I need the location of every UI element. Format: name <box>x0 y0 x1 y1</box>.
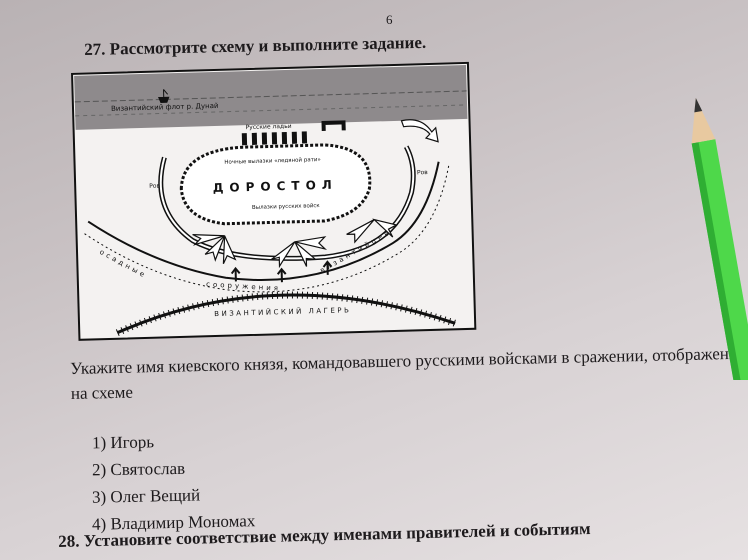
ditch-line-inner <box>159 146 415 260</box>
boat-icon <box>271 132 278 145</box>
option-number: 2) <box>91 460 107 480</box>
boat-icon <box>281 131 288 145</box>
sortie-bursts <box>192 218 399 269</box>
sortie-arrow <box>372 218 399 238</box>
option-2: 2) Святослав <box>92 454 256 484</box>
sortie-arrow <box>222 235 237 265</box>
ditch-right-label: Ров <box>417 169 428 176</box>
battle-scheme: Византийский флот р. Дунай Русские ладьи… <box>70 61 477 342</box>
arrow-mark <box>230 266 241 275</box>
sortie-arrow <box>346 219 375 244</box>
sortie-arrow <box>204 235 226 262</box>
night-sortie-label: Ночные вылазки «ледяной рати» <box>224 156 321 166</box>
sortie-arrow <box>192 234 225 246</box>
sortie-arrow <box>294 241 318 267</box>
river-wave <box>75 104 468 117</box>
option-text: Игорь <box>110 432 155 453</box>
russian-boats-icons <box>241 131 308 146</box>
pencil-shade <box>691 142 742 380</box>
city-label: ДОРОСТОЛ <box>213 178 338 195</box>
answer-options: 1) Игорь 2) Святослав 3) Олег Вещий 4) В… <box>92 427 256 536</box>
camp-label: ВИЗАНТИЙСКИЙ ЛАГЕРЬ <box>214 305 351 318</box>
camp-arrows <box>230 260 333 283</box>
arrow-mark <box>276 267 287 275</box>
city-walls <box>179 143 372 226</box>
option-text: Олег Вещий <box>110 485 201 507</box>
boat-icon <box>251 132 258 145</box>
task-title: 27. Рассмотрите схему и выполните задани… <box>84 32 427 59</box>
pencil-wood <box>691 97 716 144</box>
boats-label: Русские ладьи <box>246 123 292 131</box>
option-number: 3) <box>91 487 107 507</box>
option-1: 1) Игорь <box>92 427 256 457</box>
arrow-mark <box>322 260 333 268</box>
sortie-arrow <box>321 120 346 131</box>
boat-icon <box>241 133 248 146</box>
boat-icon <box>291 131 298 144</box>
troops-sortie-label: Вылазки русских войск <box>252 202 321 211</box>
siege-works-line <box>87 161 440 282</box>
river-wave <box>74 90 467 103</box>
siege-works-line <box>84 165 450 293</box>
boat-icon <box>301 131 308 144</box>
option-text: Святослав <box>110 458 186 480</box>
sortie-arrow <box>400 119 439 143</box>
scheme-svg: Византийский флот р. Дунай Русские ладьи… <box>71 61 477 341</box>
option-3: 3) Олег Вещий <box>92 480 256 510</box>
sortie-arrow <box>270 241 296 269</box>
camp-palisade <box>115 291 457 336</box>
sortie-arrow <box>294 236 328 251</box>
page-number: 6 <box>386 12 393 27</box>
boat-icon <box>261 132 268 145</box>
question-text: Укажите имя киевского князя, командовавш… <box>70 343 748 403</box>
pencil-lead <box>694 97 703 113</box>
ditch-left-label: Ров <box>149 183 160 190</box>
ship-icon <box>157 89 170 103</box>
river-label: Византийский флот р. Дунай <box>111 102 219 113</box>
pencil-icon <box>691 97 748 380</box>
option-number: 1) <box>91 433 107 453</box>
